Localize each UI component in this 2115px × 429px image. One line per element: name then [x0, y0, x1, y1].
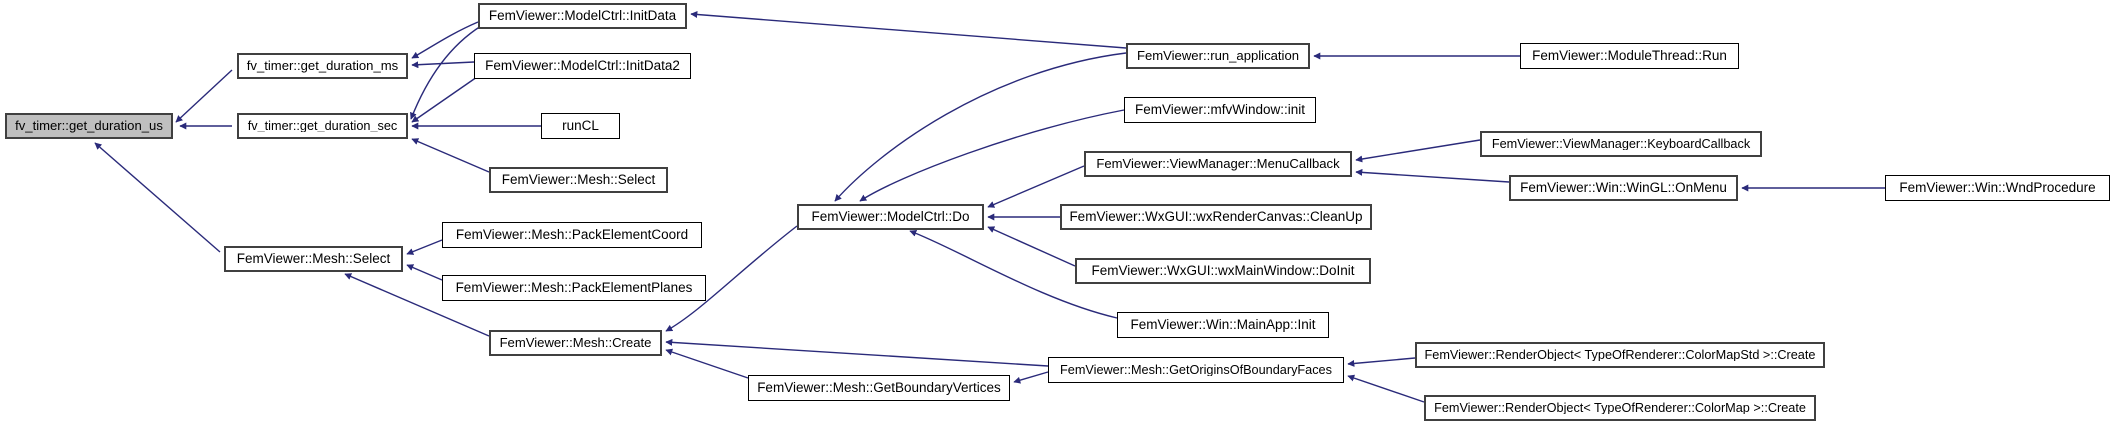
graph-node-doinit[interactable]: FemViewer::WxGUI::wxMainWindow::DoInit	[1075, 258, 1371, 284]
graph-edge	[909, 229, 1118, 319]
graph-node-label: FemViewer::WxGUI::wxRenderCanvas::CleanU…	[1069, 210, 1363, 224]
graph-node-label: FemViewer::Mesh::GetBoundaryVertices	[757, 381, 1001, 395]
graph-node-initdata[interactable]: FemViewer::ModelCtrl::InitData	[478, 3, 687, 29]
graph-edge	[344, 273, 490, 337]
graph-edge	[1347, 357, 1416, 367]
graph-edge	[406, 264, 443, 281]
graph-edge	[690, 11, 1127, 49]
graph-edge	[665, 225, 798, 332]
graph-node-modulethread_run[interactable]: FemViewer::ModuleThread::Run	[1520, 43, 1739, 69]
graph-node-colormap_create[interactable]: FemViewer::RenderObject< TypeOfRenderer:…	[1424, 395, 1816, 421]
graph-node-label: FemViewer::Mesh::PackElementCoord	[455, 228, 689, 242]
graph-node-label: FemViewer::RenderObject< TypeOfRenderer:…	[1434, 401, 1806, 415]
graph-node-label: FemViewer::ModelCtrl::InitData	[488, 9, 677, 23]
graph-node-mesh_create[interactable]: FemViewer::Mesh::Create	[489, 330, 662, 356]
graph-node-label: FemViewer::ModelCtrl::Do	[811, 210, 970, 224]
graph-node-initdata2[interactable]: FemViewer::ModelCtrl::InitData2	[474, 53, 691, 79]
graph-edge	[1355, 139, 1481, 163]
graph-node-label: FemViewer::ModelCtrl::InitData2	[485, 59, 680, 73]
graph-node-mesh_select_top[interactable]: FemViewer::Mesh::Select	[489, 167, 668, 193]
graph-node-colormapstd_create[interactable]: FemViewer::RenderObject< TypeOfRenderer:…	[1415, 342, 1825, 368]
graph-edge	[859, 109, 1125, 202]
graph-node-packelementcoord[interactable]: FemViewer::Mesh::PackElementCoord	[442, 222, 702, 248]
graph-node-keyboardcallback[interactable]: FemViewer::ViewManager::KeyboardCallback	[1480, 131, 1762, 157]
graph-edge	[834, 52, 1127, 202]
graph-node-label: FemViewer::Win::WndProcedure	[1899, 181, 2096, 195]
graph-edge	[411, 76, 478, 123]
graph-edge	[987, 226, 1076, 267]
graph-node-wingl_onmenu[interactable]: FemViewer::Win::WinGL::OnMenu	[1509, 175, 1738, 201]
graph-node-label: FemViewer::Mesh::Select	[501, 173, 656, 187]
graph-edge	[1347, 374, 1425, 403]
graph-edge	[406, 239, 443, 255]
graph-edge	[410, 25, 482, 120]
graph-edge	[411, 61, 475, 69]
graph-node-label: runCL	[562, 119, 599, 133]
graph-node-menucallback[interactable]: FemViewer::ViewManager::MenuCallback	[1084, 151, 1352, 177]
graph-node-label: FemViewer::ViewManager::MenuCallback	[1096, 157, 1340, 171]
graph-node-getboundaryvertices[interactable]: FemViewer::Mesh::GetBoundaryVertices	[748, 375, 1010, 401]
graph-node-run_application[interactable]: FemViewer::run_application	[1126, 43, 1310, 69]
graph-node-runcl[interactable]: runCL	[541, 113, 620, 139]
graph-node-label: FemViewer::WxGUI::wxMainWindow::DoInit	[1091, 264, 1355, 278]
graph-node-mesh_select_mid[interactable]: FemViewer::Mesh::Select	[224, 246, 403, 272]
graph-edge	[665, 338, 1049, 367]
graph-node-get_duration_us[interactable]: fv_timer::get_duration_us	[5, 113, 173, 139]
graph-node-wndprocedure[interactable]: FemViewer::Win::WndProcedure	[1885, 175, 2110, 201]
graph-node-label: FemViewer::Win::WinGL::OnMenu	[1520, 181, 1727, 195]
graph-node-mfvwindow_init[interactable]: FemViewer::mfvWindow::init	[1124, 97, 1316, 123]
graph-node-label: FemViewer::ModuleThread::Run	[1532, 49, 1727, 63]
graph-edge	[1013, 371, 1049, 384]
graph-edge	[1355, 168, 1510, 183]
graph-node-label: FemViewer::ViewManager::KeyboardCallback	[1491, 137, 1751, 151]
graph-node-originsofboundaryfaces[interactable]: FemViewer::Mesh::GetOriginsOfBoundaryFac…	[1048, 357, 1344, 383]
graph-node-packelementplanes[interactable]: FemViewer::Mesh::PackElementPlanes	[442, 275, 706, 301]
graph-node-label: FemViewer::Mesh::PackElementPlanes	[455, 281, 693, 295]
graph-node-label: FemViewer::Mesh::Create	[499, 336, 652, 350]
graph-node-label: FemViewer::run_application	[1136, 49, 1300, 63]
graph-edge	[411, 21, 479, 59]
graph-node-mainapp_init[interactable]: FemViewer::Win::MainApp::Init	[1117, 312, 1329, 338]
graph-edge	[175, 69, 233, 123]
graph-node-label: FemViewer::Win::MainApp::Init	[1130, 318, 1316, 332]
graph-edge	[665, 348, 749, 379]
graph-edge	[987, 165, 1085, 208]
graph-edge	[94, 142, 221, 253]
graph-node-label: FemViewer::RenderObject< TypeOfRenderer:…	[1424, 348, 1816, 362]
graph-node-get_duration_ms[interactable]: fv_timer::get_duration_ms	[237, 53, 408, 79]
graph-node-label: fv_timer::get_duration_ms	[246, 59, 399, 73]
graph-node-modelctrl_do[interactable]: FemViewer::ModelCtrl::Do	[797, 204, 984, 230]
graph-node-cleanup[interactable]: FemViewer::WxGUI::wxRenderCanvas::CleanU…	[1060, 204, 1372, 230]
graph-node-label: FemViewer::Mesh::GetOriginsOfBoundaryFac…	[1060, 363, 1332, 377]
graph-node-get_duration_sec[interactable]: fv_timer::get_duration_sec	[237, 113, 408, 139]
graph-node-label: fv_timer::get_duration_us	[15, 119, 163, 133]
graph-node-label: fv_timer::get_duration_sec	[247, 119, 398, 133]
graph-node-label: FemViewer::Mesh::Select	[236, 252, 391, 266]
graph-node-label: FemViewer::mfvWindow::init	[1134, 103, 1306, 117]
graph-edge	[411, 138, 490, 173]
